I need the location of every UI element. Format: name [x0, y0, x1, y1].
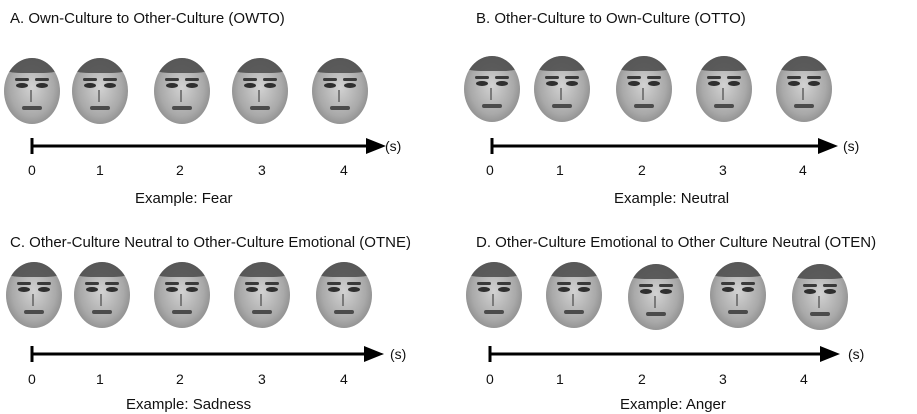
face-image [464, 56, 520, 122]
panel-title: A. Own-Culture to Other-Culture (OWTO) [10, 10, 285, 27]
face-image [546, 262, 602, 328]
tick-label: 0 [486, 162, 494, 178]
tick-label: 1 [96, 162, 104, 178]
face-image [74, 262, 130, 328]
face-image [316, 262, 372, 328]
tick-label: 4 [799, 162, 807, 178]
tick-label: 3 [258, 162, 266, 178]
face-image [466, 262, 522, 328]
face-image [6, 262, 62, 328]
tick-label: 4 [340, 162, 348, 178]
face-image [154, 262, 210, 328]
tick-label: 3 [719, 371, 727, 387]
tick-label: 2 [638, 162, 646, 178]
tick-label: 3 [719, 162, 727, 178]
face-image [312, 58, 368, 124]
face-image [234, 262, 290, 328]
timeline-arrow [488, 346, 840, 362]
tick-label: 4 [800, 371, 808, 387]
example-label: Example: Sadness [126, 396, 252, 413]
timeline-arrow [30, 138, 386, 154]
tick-label: 0 [486, 371, 494, 387]
panel-title: C. Other-Culture Neutral to Other-Cultur… [10, 234, 411, 251]
face-image [534, 56, 590, 122]
tick-label: 1 [96, 371, 104, 387]
example-label: Example: Neutral [614, 190, 730, 207]
tick-label: 1 [556, 371, 564, 387]
time-unit: (s) [390, 346, 407, 362]
face-image [792, 264, 848, 330]
panel-title: B. Other-Culture to Own-Culture (OTTO) [476, 10, 746, 27]
face-image [616, 56, 672, 122]
tick-label: 3 [258, 371, 266, 387]
timeline-arrow [490, 138, 838, 154]
face-sequence [4, 0, 460, 200]
face-image [154, 58, 210, 124]
face-sequence [464, 0, 917, 200]
face-image [628, 264, 684, 330]
face-sequence [6, 210, 460, 410]
example-label: Example: Anger [620, 396, 726, 413]
tick-label: 2 [638, 371, 646, 387]
face-sequence [466, 210, 917, 410]
face-image [72, 58, 128, 124]
example-label: Example: Fear [135, 190, 233, 207]
timeline-arrow [30, 346, 384, 362]
time-unit: (s) [385, 138, 402, 154]
panel-a: A. Own-Culture to Other-Culture (OWTO) (… [4, 0, 460, 207]
face-image [776, 56, 832, 122]
tick-label: 2 [176, 162, 184, 178]
tick-label: 0 [28, 371, 36, 387]
panel-d: D. Other-Culture Emotional to Other Cult… [466, 210, 917, 413]
tick-label: 4 [340, 371, 348, 387]
panel-title: D. Other-Culture Emotional to Other Cult… [476, 234, 877, 251]
tick-label: 0 [28, 162, 36, 178]
tick-label: 1 [556, 162, 564, 178]
face-image [696, 56, 752, 122]
face-image [710, 262, 766, 328]
face-image [232, 58, 288, 124]
panel-b: B. Other-Culture to Own-Culture (OTTO) (… [464, 0, 917, 207]
time-unit: (s) [848, 346, 865, 362]
panel-c: C. Other-Culture Neutral to Other-Cultur… [6, 210, 460, 413]
time-unit: (s) [843, 138, 860, 154]
face-image [4, 58, 60, 124]
tick-label: 2 [176, 371, 184, 387]
